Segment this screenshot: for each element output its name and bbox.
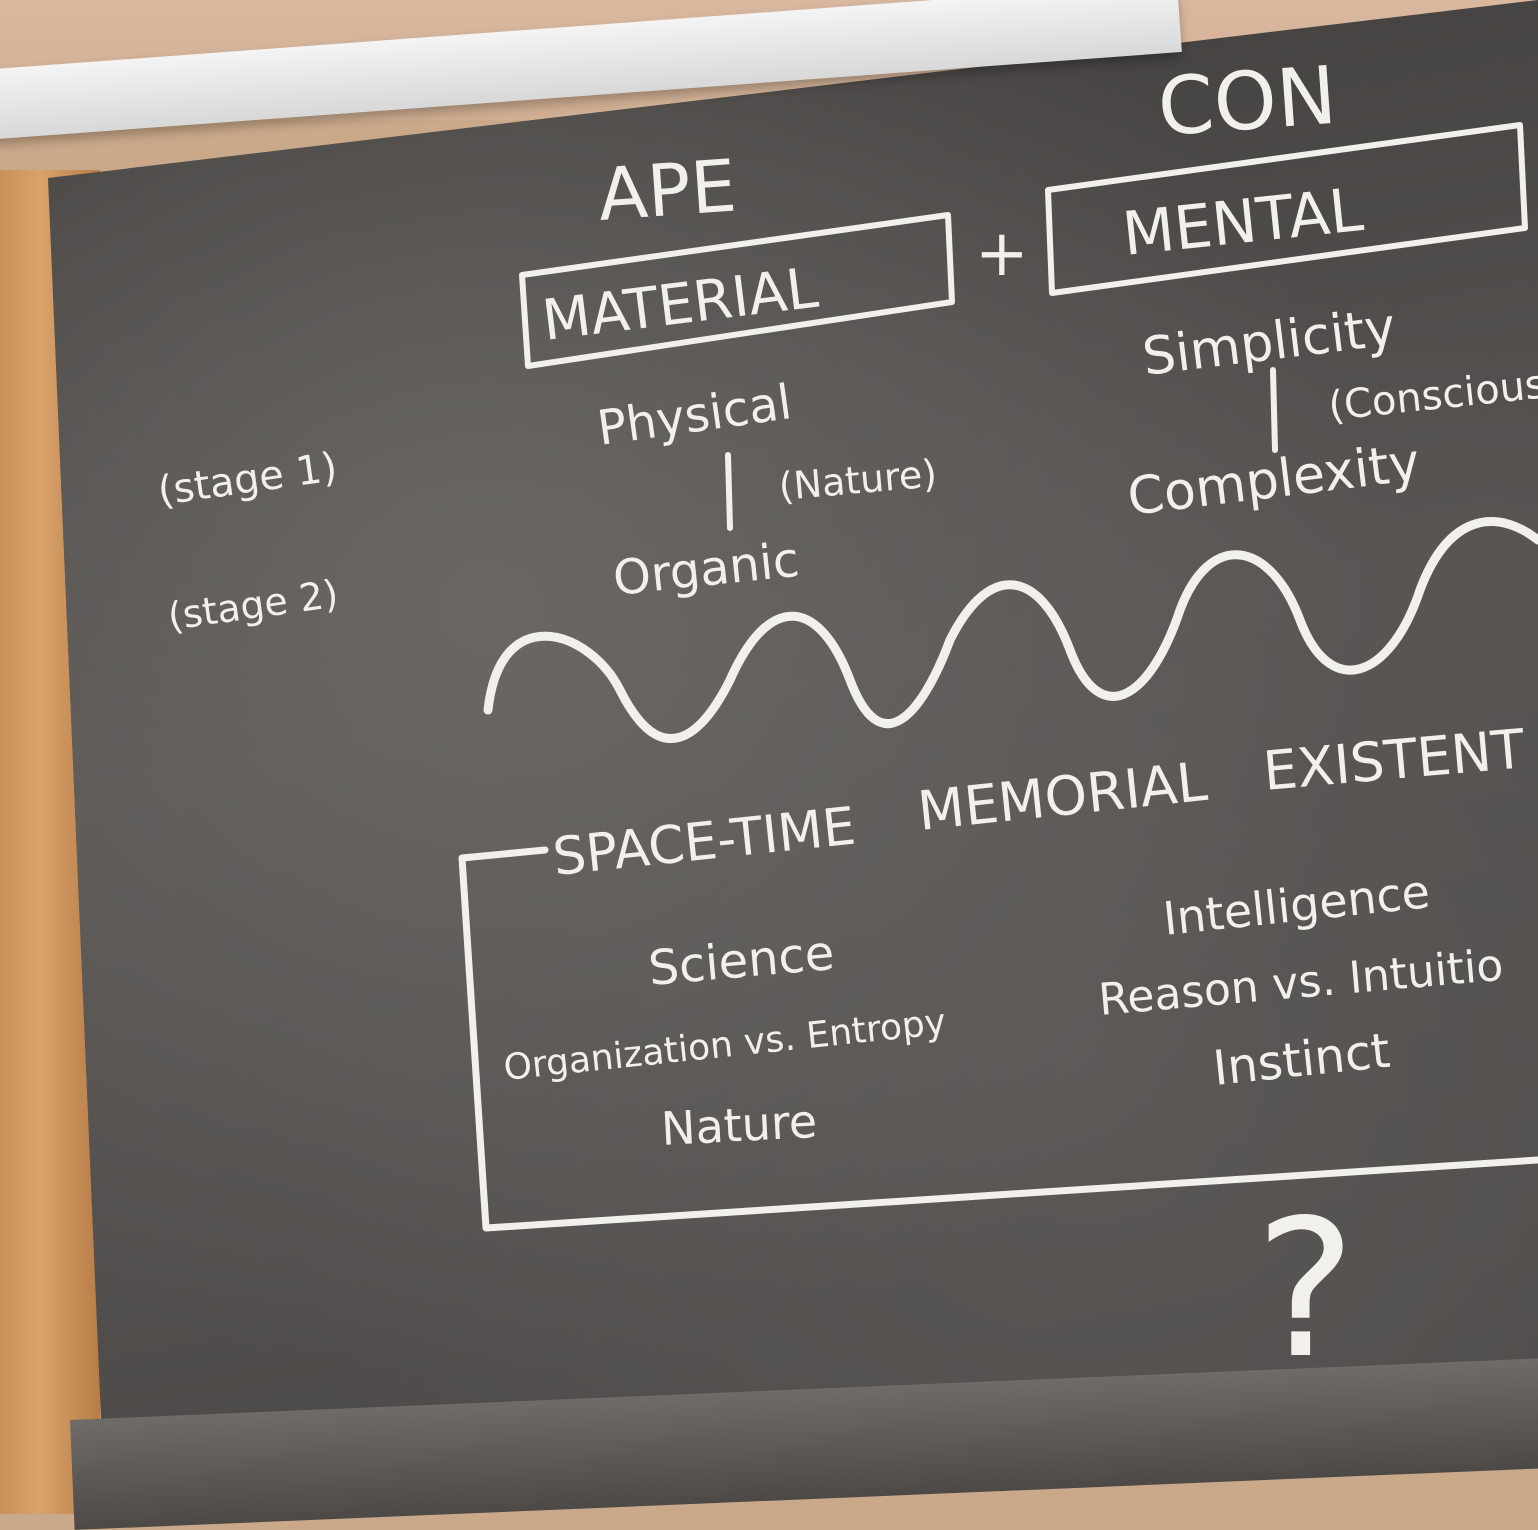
question-mark: ? — [1255, 1179, 1356, 1400]
wave-line — [483, 517, 1538, 743]
label-instinct: Instinct — [1210, 1023, 1392, 1097]
label-simplicity: Simplicity — [1139, 297, 1399, 388]
label-memorial: MEMORIAL — [915, 750, 1210, 843]
title-con: CON — [1155, 49, 1340, 154]
chalkboard — [40, 0, 1538, 1514]
simplicity-complexity-line — [1270, 367, 1278, 453]
label-science: Science — [646, 925, 836, 997]
label-nature-paren: (Nature) — [777, 451, 939, 509]
label-reason: Reason vs. Intuitio — [1097, 940, 1506, 1026]
chalkboard-surface — [48, 0, 1538, 1466]
mental-box — [1045, 122, 1528, 296]
physical-organic-line — [725, 452, 733, 531]
label-conscious: (Consciouse — [1326, 359, 1538, 430]
label-existent: EXISTENT — [1261, 717, 1528, 803]
label-physical: Physical — [594, 374, 795, 457]
label-spacetime: SPACE-TIME — [550, 797, 858, 888]
plus-sign: + — [975, 217, 1029, 291]
label-organization: Organization vs. Entropy — [502, 1002, 948, 1089]
label-stage1: (stage 1) — [155, 444, 340, 515]
label-nature: Nature — [660, 1094, 819, 1156]
material-box — [519, 212, 955, 369]
label-organic: Organic — [610, 532, 802, 607]
title-ape: APE — [595, 144, 739, 237]
big-box — [458, 846, 1538, 1232]
label-material: MATERIAL — [539, 256, 822, 354]
label-stage2: (stage 2) — [165, 571, 341, 638]
label-intelligence: Intelligence — [1161, 864, 1433, 946]
